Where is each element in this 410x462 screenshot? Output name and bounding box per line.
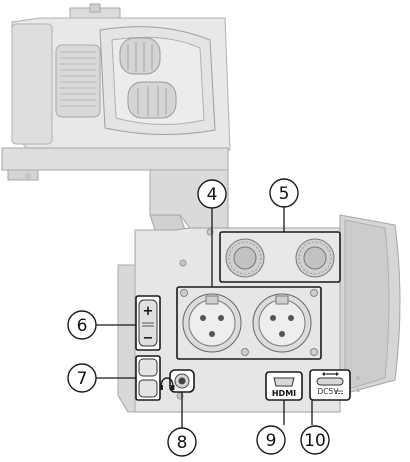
gain-knobs-panel xyxy=(219,231,341,283)
usb-icon xyxy=(322,372,339,376)
svg-text:9: 9 xyxy=(266,431,277,451)
callout-5: 5 xyxy=(269,178,299,208)
usb-label: DC5V xyxy=(318,387,340,396)
svg-text:8: 8 xyxy=(177,433,188,453)
headphone-icon xyxy=(159,377,175,390)
xlr-input-right[interactable] xyxy=(252,293,312,353)
xlr-input-left[interactable] xyxy=(182,293,242,353)
volume-minus-symbol[interactable]: − xyxy=(143,331,154,346)
hdmi-port-box[interactable]: HDMI xyxy=(265,371,303,401)
side-button-top[interactable] xyxy=(138,358,158,377)
gain-knob-left[interactable] xyxy=(225,238,265,278)
callout-4: 4 xyxy=(197,179,227,209)
callout-8: 8 xyxy=(167,427,197,457)
callout-10: 10 xyxy=(300,425,330,455)
callout-6: 6 xyxy=(67,310,97,340)
side-button-bottom[interactable] xyxy=(138,379,158,398)
volume-rocker-box: + − xyxy=(135,295,161,351)
hdmi-label: HDMI xyxy=(272,389,296,398)
svg-text:6: 6 xyxy=(77,316,88,336)
volume-plus-symbol[interactable]: + xyxy=(143,304,154,319)
headphone-jack[interactable] xyxy=(159,369,195,393)
usb-port-box[interactable]: DC5V xyxy=(309,369,351,401)
mic-capsule-module xyxy=(1,3,231,181)
svg-text:4: 4 xyxy=(207,185,218,205)
svg-text:10: 10 xyxy=(304,431,326,451)
callout-9: 9 xyxy=(256,425,286,455)
svg-text:5: 5 xyxy=(279,184,290,204)
callout-7: 7 xyxy=(67,363,97,393)
svg-text:7: 7 xyxy=(77,369,88,389)
side-buttons-box xyxy=(135,355,161,401)
xlr-inputs-panel xyxy=(176,286,322,360)
gain-knob-right[interactable] xyxy=(295,238,335,278)
